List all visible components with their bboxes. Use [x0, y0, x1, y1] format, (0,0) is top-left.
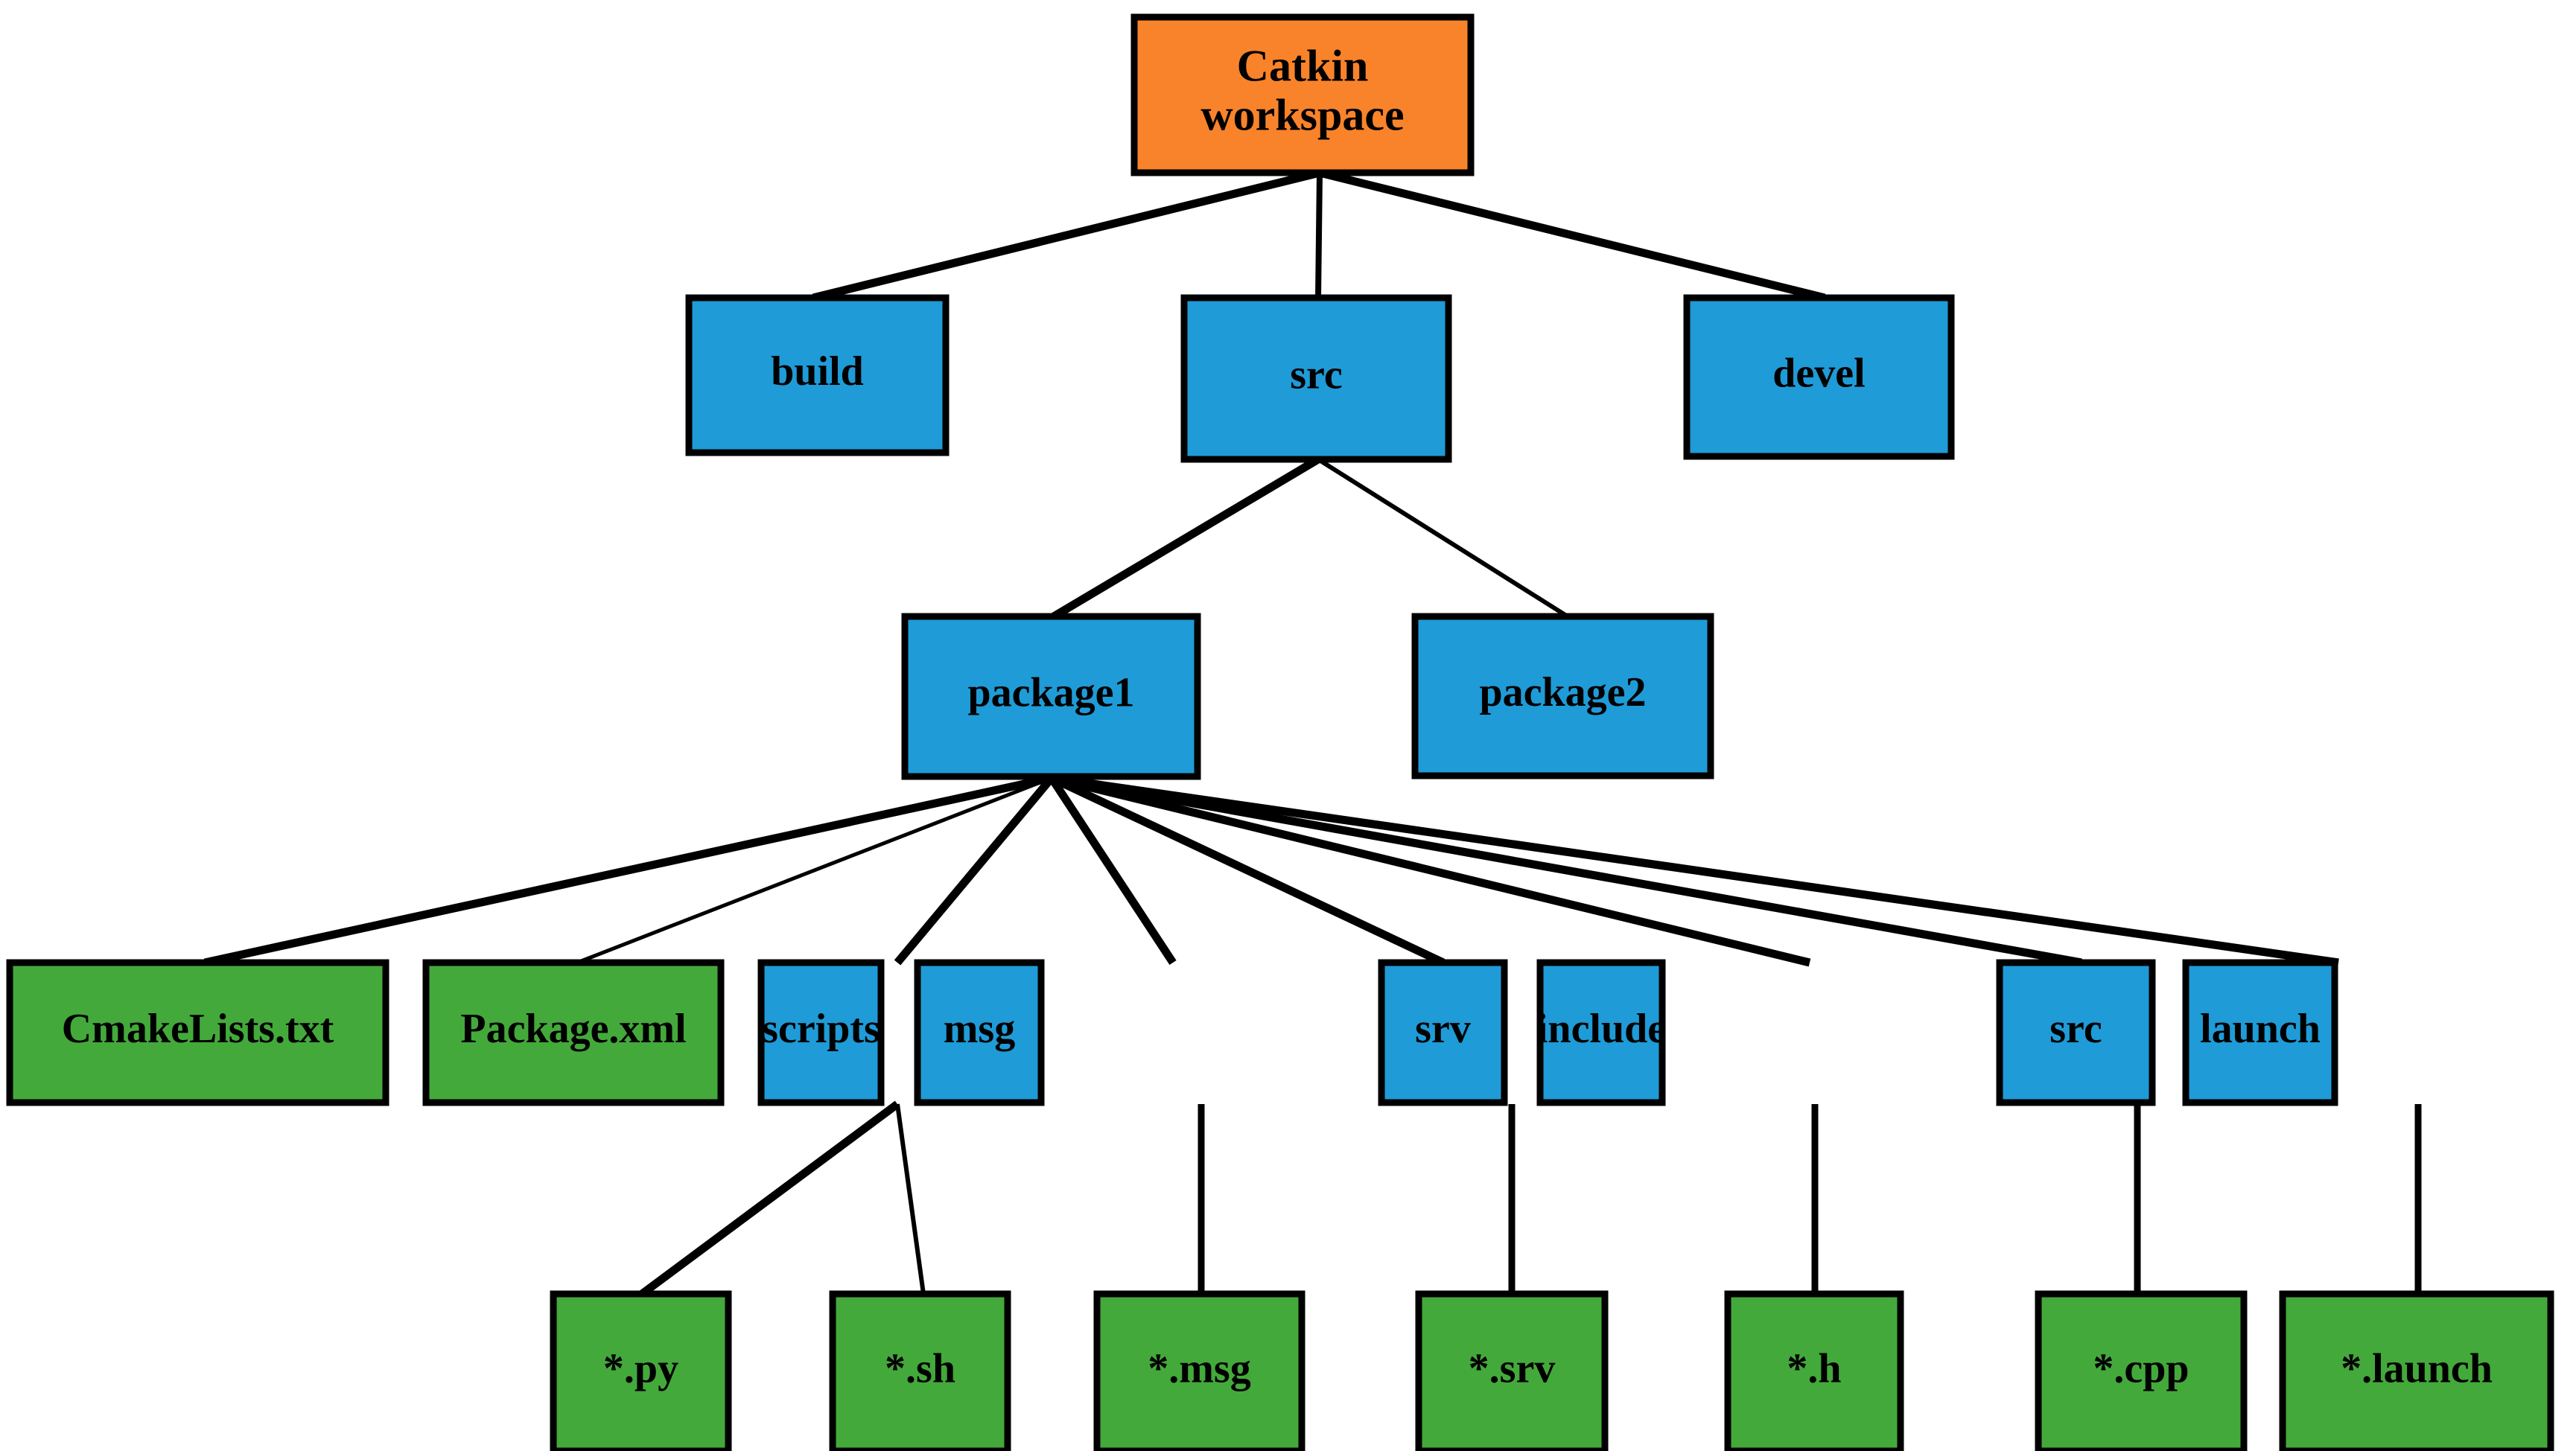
- edge-catkin_ws-to-src_top: [1315, 172, 1323, 299]
- edge-layer: [203, 168, 2422, 1298]
- node-box-sh_files[interactable]: [829, 1290, 1011, 1451]
- node-package1[interactable]: package1: [901, 613, 1201, 780]
- edge-package1-to-msg: [1048, 775, 1177, 966]
- node-box-src_pkg[interactable]: [1996, 959, 2156, 1106]
- node-label-package1: package1: [968, 669, 1135, 715]
- node-label-cmakelists: CmakeLists.txt: [62, 1006, 334, 1052]
- node-box-build[interactable]: [685, 294, 950, 456]
- edge-scripts-to-sh_files: [895, 1103, 926, 1295]
- edge-src_top-to-package1: [1052, 456, 1320, 620]
- node-label-h_files: *.h: [1787, 1345, 1841, 1391]
- node-box-catkin_ws[interactable]: [1130, 13, 1475, 176]
- node-box-py_files[interactable]: [550, 1290, 732, 1451]
- node-srv_files[interactable]: *.srv: [1415, 1290, 1609, 1451]
- node-box-package_xml[interactable]: [422, 959, 725, 1106]
- node-label-cpp_files: *.cpp: [2093, 1345, 2189, 1391]
- node-box-include[interactable]: [1536, 959, 1666, 1106]
- node-cmakelists[interactable]: CmakeLists.txt: [6, 959, 389, 1106]
- node-src_pkg[interactable]: src: [1996, 959, 2156, 1106]
- edge-package1-to-srv: [1049, 774, 1446, 966]
- node-scripts[interactable]: scripts: [757, 959, 885, 1106]
- node-box-src_top[interactable]: [1180, 294, 1452, 463]
- node-include[interactable]: include: [1536, 959, 1666, 1106]
- node-msg_files[interactable]: *.msg: [1093, 1290, 1306, 1451]
- node-msg[interactable]: msg: [914, 959, 1045, 1106]
- edge-src_top-to-package2: [1317, 457, 1569, 619]
- edge-package1-to-scripts: [894, 775, 1055, 966]
- node-label-srv_files: *.srv: [1469, 1345, 1556, 1391]
- node-box-msg[interactable]: [914, 959, 1045, 1106]
- edge-package1-to-package_xml: [576, 776, 1052, 965]
- edge-catkin_ws-to-build: [812, 168, 1321, 302]
- node-launch_files[interactable]: *.launch: [2279, 1290, 2554, 1451]
- node-h_files[interactable]: *.h: [1724, 1290, 1904, 1451]
- node-package_xml[interactable]: Package.xml: [422, 959, 725, 1106]
- node-py_files[interactable]: *.py: [550, 1290, 732, 1451]
- node-build[interactable]: build: [685, 294, 950, 456]
- node-devel[interactable]: devel: [1683, 294, 1955, 460]
- node-box-devel[interactable]: [1683, 294, 1955, 460]
- node-launch[interactable]: launch: [2182, 959, 2338, 1106]
- node-box-launch[interactable]: [2182, 959, 2338, 1106]
- node-box-launch_files[interactable]: [2279, 1290, 2554, 1451]
- node-label-package2: package2: [1480, 669, 1647, 715]
- node-box-scripts[interactable]: [757, 959, 885, 1106]
- node-sh_files[interactable]: *.sh: [829, 1290, 1011, 1451]
- node-box-cmakelists[interactable]: [6, 959, 389, 1106]
- node-label-package_xml: Package.xml: [460, 1006, 686, 1052]
- node-label-py_files: *.py: [603, 1345, 678, 1391]
- node-box-cpp_files[interactable]: [2035, 1290, 2248, 1451]
- node-label-build: build: [771, 348, 864, 395]
- node-label-include: include: [1536, 1006, 1666, 1052]
- node-box-package1[interactable]: [901, 613, 1201, 780]
- node-package2[interactable]: package2: [1411, 613, 1714, 779]
- node-label-src_pkg: src: [2049, 1006, 2102, 1052]
- node-box-srv[interactable]: [1378, 959, 1508, 1106]
- edge-catkin_ws-to-devel: [1318, 168, 1826, 302]
- edge-package1-to-include: [1050, 774, 1811, 967]
- node-label-srv: srv: [1415, 1006, 1471, 1052]
- edge-package1-to-src_pkg: [1051, 774, 2082, 967]
- node-label-src_top: src: [1290, 351, 1343, 398]
- node-label-devel: devel: [1772, 350, 1865, 396]
- edge-package1-to-launch: [1051, 774, 2339, 967]
- node-box-h_files[interactable]: [1724, 1290, 1904, 1451]
- edge-package1-to-cmakelists: [203, 774, 1053, 967]
- node-label-launch: launch: [2200, 1006, 2321, 1052]
- node-box-package2[interactable]: [1411, 613, 1714, 779]
- node-label-msg_files: *.msg: [1148, 1345, 1250, 1391]
- node-src_top[interactable]: src: [1180, 294, 1452, 463]
- node-label-msg: msg: [944, 1006, 1015, 1052]
- node-box-msg_files[interactable]: [1093, 1290, 1306, 1451]
- edge-scripts-to-py_files: [639, 1100, 900, 1298]
- node-label-launch_files: *.launch: [2341, 1345, 2493, 1391]
- node-box-srv_files[interactable]: [1415, 1290, 1609, 1451]
- node-cpp_files[interactable]: *.cpp: [2035, 1290, 2248, 1451]
- node-label-scripts: scripts: [762, 1006, 880, 1052]
- node-srv[interactable]: srv: [1378, 959, 1508, 1106]
- node-label-sh_files: *.sh: [885, 1345, 955, 1391]
